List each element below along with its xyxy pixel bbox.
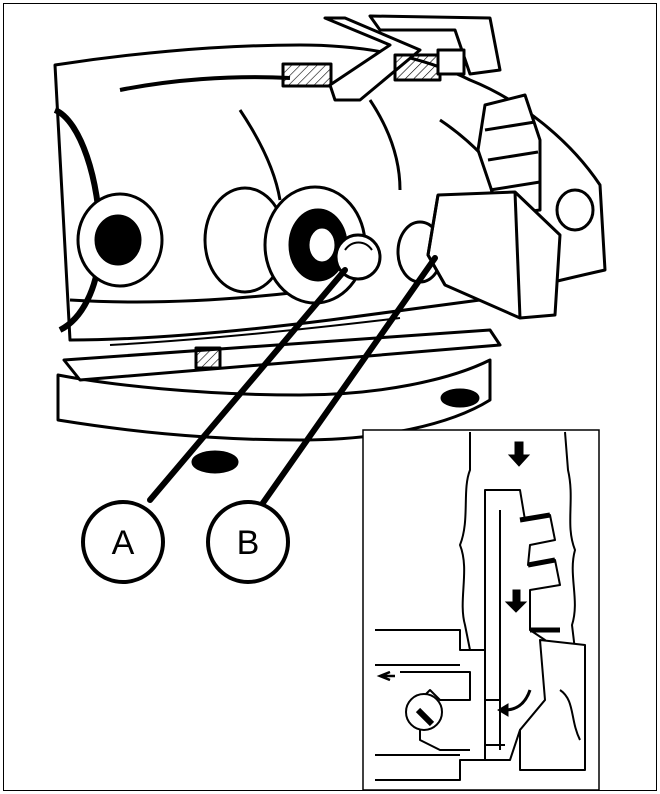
callout-a: A [81,500,165,584]
inset-cross-section [362,429,600,791]
flow-arrow-left [376,670,395,682]
hose-barb [476,93,595,232]
flow-arrow-down-middle [504,589,528,613]
callout-b-circle [206,500,290,584]
flow-arrows [376,441,532,717]
leader-lines [147,255,438,513]
callout-b-label: B [237,524,260,562]
check-ball-highlight [344,241,373,251]
leader-line-b [255,255,438,513]
callout-b: B [206,500,290,584]
flow-arrow-down-top [507,441,531,467]
leader-line-a [147,267,348,503]
outlet-port [203,185,367,305]
callout-a-circle [81,500,165,584]
top-fittings [281,14,502,102]
callout-a-label: A [112,524,135,562]
flow-arrow-curve-head [497,703,509,717]
